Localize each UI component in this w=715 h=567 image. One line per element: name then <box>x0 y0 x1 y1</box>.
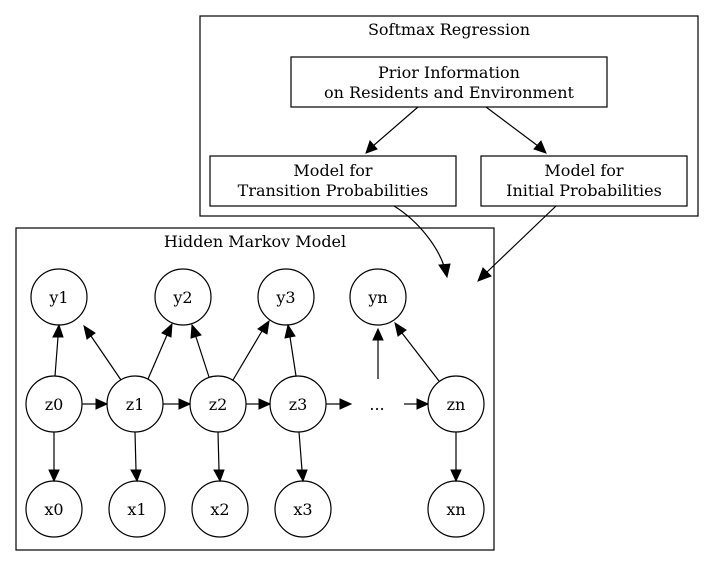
node-z0-label: z0 <box>45 395 64 414</box>
edge-zn-yn <box>401 332 440 382</box>
arrowhead-z2-y2 <box>190 323 202 339</box>
hmm-cluster-title: Hidden Markov Model <box>164 232 346 251</box>
arrowhead-z1-y2 <box>161 322 173 338</box>
node-z1: z1 <box>106 375 164 433</box>
node-z1-label: z1 <box>126 395 145 414</box>
edge-z1-y2 <box>147 334 168 380</box>
node-yn-circle <box>349 268 407 326</box>
arrowhead-z2-y3 <box>257 319 270 335</box>
edge-z0-y1 <box>54 336 59 377</box>
node-z2-label: z2 <box>209 395 228 414</box>
prior-information-line2: on Residents and Environment <box>324 83 574 102</box>
arrowhead-z0-y1 <box>52 323 64 338</box>
arrowhead-z3-y3 <box>284 323 296 339</box>
node-y2-circle <box>154 268 212 326</box>
node-x0: x0 <box>25 480 83 538</box>
node-z2: z2 <box>189 375 247 433</box>
softmax-cluster: Softmax Regression Prior Information on … <box>199 15 699 217</box>
hmm-cluster: Hidden Markov Model y1 y2 y3 yn z0 z1 <box>15 227 495 551</box>
node-ellipsis: ... <box>369 395 384 414</box>
arrowhead-zn-yn <box>394 321 407 337</box>
node-x1-label: x1 <box>127 500 146 519</box>
softmax-cluster-border <box>199 15 699 217</box>
softmax-cluster-title: Softmax Regression <box>368 20 530 39</box>
node-x3: x3 <box>274 480 332 538</box>
arrowhead-ellipsis-yn <box>372 327 384 341</box>
node-xn: xn <box>427 480 485 538</box>
prior-information-line1: Prior Information <box>378 63 520 82</box>
arrowhead-prior-to-transition <box>365 140 378 154</box>
prior-information-rect <box>290 56 608 108</box>
node-z3: z3 <box>269 375 327 433</box>
node-zn: zn <box>427 375 485 433</box>
arrowhead-transition-to-hmm <box>438 263 451 279</box>
arrowhead-z1-z2 <box>178 398 192 410</box>
transition-model-rect <box>209 155 457 207</box>
arrowhead-z1-x1 <box>130 469 142 483</box>
node-x2-label: x2 <box>210 500 229 519</box>
arrow-transition-to-hmm <box>393 205 445 267</box>
node-y3-circle <box>257 268 315 326</box>
node-y2: y2 <box>154 268 212 326</box>
node-x1: x1 <box>108 480 166 538</box>
arrowhead-z0-x0 <box>48 469 60 483</box>
node-y1: y1 <box>30 268 88 326</box>
node-z3-label: z3 <box>289 395 308 414</box>
initial-model-line2: Initial Probabilities <box>506 181 662 200</box>
arrowhead-zn-xn <box>450 469 462 483</box>
prior-information-box: Prior Information on Residents and Envir… <box>290 56 608 108</box>
transition-model-line2: Transition Probabilities <box>238 181 429 200</box>
edge-z2-y2 <box>195 336 210 378</box>
node-y1-label: y1 <box>48 288 68 307</box>
initial-model-box: Model for Initial Probabilities <box>480 155 688 207</box>
node-yn-label: yn <box>367 288 387 307</box>
node-x2: x2 <box>191 480 249 538</box>
arrow-prior-to-transition <box>372 106 419 147</box>
arrowhead-z1-y1 <box>83 324 96 340</box>
edge-z3-y3 <box>289 336 297 377</box>
node-z0: z0 <box>25 375 83 433</box>
arrow-prior-to-initial <box>485 106 539 147</box>
node-x0-label: x0 <box>44 500 63 519</box>
arrowhead-z3-ellipsis <box>339 398 353 410</box>
node-ellipsis-label: ... <box>369 395 384 414</box>
edge-z1-y1 <box>90 335 122 381</box>
transition-model-line1: Model for <box>293 161 372 180</box>
arrowhead-z2-x2 <box>213 469 225 483</box>
node-x3-label: x3 <box>293 500 312 519</box>
edge-z1-x1 <box>134 431 137 471</box>
edge-z2-x2 <box>217 431 220 471</box>
node-zn-label: zn <box>447 395 466 414</box>
transition-model-box: Model for Transition Probabilities <box>209 155 457 207</box>
node-y3: y3 <box>257 268 315 326</box>
arrowhead-ellipsis-zn <box>416 398 430 410</box>
node-y2-label: y2 <box>172 288 192 307</box>
initial-model-line1: Model for <box>544 161 623 180</box>
arrowhead-z2-z3 <box>258 398 272 410</box>
hmm-cluster-border <box>15 227 495 551</box>
arrowhead-z3-x3 <box>296 469 308 483</box>
arrowhead-z0-z1 <box>95 398 109 410</box>
arrowhead-prior-to-initial <box>533 140 547 154</box>
initial-model-rect <box>480 155 688 207</box>
edge-z3-x3 <box>298 431 303 471</box>
node-yn: yn <box>349 268 407 326</box>
arrowhead-initial-to-hmm <box>477 267 492 282</box>
node-y3-label: y3 <box>275 288 295 307</box>
arrow-initial-to-hmm <box>486 205 557 273</box>
node-xn-label: xn <box>446 500 465 519</box>
edge-z2-y3 <box>232 330 263 381</box>
